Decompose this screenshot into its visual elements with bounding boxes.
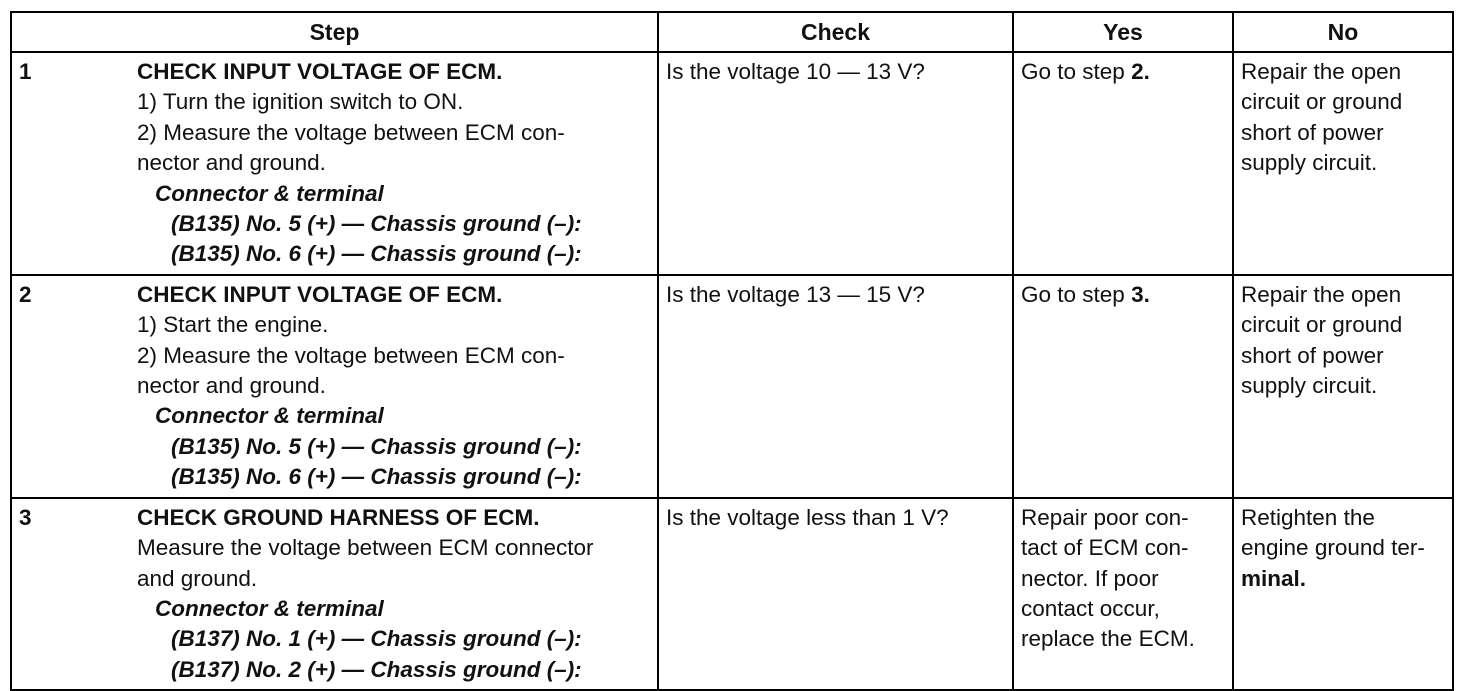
yes-cell: Repair poor con- tact of ECM con- nector… <box>1012 496 1234 691</box>
yes-line: tact of ECM con- <box>1021 535 1189 561</box>
yes-line: contact occur, <box>1021 595 1160 621</box>
step-number: 1 <box>19 59 32 84</box>
yes-step-ref: 2. <box>1131 59 1150 84</box>
step-line: 2) Measure the voltage between ECM con- <box>137 119 565 145</box>
no-line: Repair the open <box>1241 281 1402 307</box>
connector-label: Connector & terminal <box>155 403 384 429</box>
check-cell: Is the voltage 13 — 15 V? <box>657 273 1014 499</box>
no-line: circuit or ground <box>1241 312 1403 338</box>
step-title: CHECK GROUND HARNESS OF ECM. <box>137 504 540 530</box>
step-title: CHECK INPUT VOLTAGE OF ECM. <box>137 59 503 84</box>
check-text: Is the voltage 13 — 15 V? <box>666 281 925 307</box>
no-line: Repair the open <box>1241 59 1402 84</box>
header-no: No <box>1232 11 1454 53</box>
no-line: supply circuit. <box>1241 150 1378 176</box>
yes-line: Repair poor con- <box>1021 504 1189 530</box>
table-row: 2 CHECK INPUT VOLTAGE OF ECM. 1) Start t… <box>10 273 1454 499</box>
no-line: minal. <box>1241 565 1307 591</box>
no-line: Retighten the <box>1241 504 1375 530</box>
check-cell: Is the voltage less than 1 V? <box>657 496 1014 691</box>
step-line: Measure the voltage between ECM connecto… <box>137 535 594 561</box>
terminal-line: (B135) No. 5 (+) — Chassis ground (–): <box>171 433 582 459</box>
yes-step-ref: 3. <box>1131 281 1150 307</box>
step-line: and ground. <box>137 565 258 591</box>
no-line: supply circuit. <box>1241 373 1378 399</box>
no-cell: Repair the open circuit or ground short … <box>1232 51 1454 276</box>
no-line: engine ground ter- <box>1241 535 1425 561</box>
header-check: Check <box>657 11 1014 53</box>
no-cell: Repair the open circuit or ground short … <box>1232 273 1454 499</box>
step-number: 3 <box>19 504 32 530</box>
step-cell: 2 CHECK INPUT VOLTAGE OF ECM. 1) Start t… <box>10 273 659 499</box>
no-line: circuit or ground <box>1241 89 1403 115</box>
header-row: Step Check Yes No <box>10 11 1454 53</box>
step-body: CHECK INPUT VOLTAGE OF ECM. 1) Turn the … <box>137 53 657 274</box>
diagnostic-table: Step Check Yes No 1 CHECK INPUT VOLTAGE … <box>10 11 1454 691</box>
step-line: nector and ground. <box>137 373 326 399</box>
no-line: short of power <box>1241 119 1384 145</box>
yes-text: Go to step <box>1021 281 1132 307</box>
terminal-line: (B135) No. 5 (+) — Chassis ground (–): <box>171 211 582 237</box>
terminal-line: (B137) No. 1 (+) — Chassis ground (–): <box>171 626 582 652</box>
yes-line: nector. If poor <box>1021 565 1159 591</box>
step-cell: 1 CHECK INPUT VOLTAGE OF ECM. 1) Turn th… <box>10 51 659 276</box>
step-body: CHECK GROUND HARNESS OF ECM. Measure the… <box>137 499 657 689</box>
check-text: Is the voltage less than 1 V? <box>666 504 949 530</box>
yes-cell: Go to step 3. <box>1012 273 1234 499</box>
check-cell: Is the voltage 10 — 13 V? <box>657 51 1014 276</box>
step-line: 1) Start the engine. <box>137 312 329 338</box>
no-cell: Retighten the engine ground ter- minal. <box>1232 496 1454 691</box>
table-row: 3 CHECK GROUND HARNESS OF ECM. Measure t… <box>10 496 1454 691</box>
terminal-line: (B135) No. 6 (+) — Chassis ground (–): <box>171 464 582 490</box>
step-line: nector and ground. <box>137 150 326 176</box>
terminal-line: (B135) No. 6 (+) — Chassis ground (–): <box>171 241 582 267</box>
step-line: 1) Turn the ignition switch to ON. <box>137 89 464 115</box>
yes-cell: Go to step 2. <box>1012 51 1234 276</box>
step-cell: 3 CHECK GROUND HARNESS OF ECM. Measure t… <box>10 496 659 691</box>
yes-line: replace the ECM. <box>1021 626 1195 652</box>
step-title: CHECK INPUT VOLTAGE OF ECM. <box>137 281 503 307</box>
step-line: 2) Measure the voltage between ECM con- <box>137 342 565 368</box>
table-row: 1 CHECK INPUT VOLTAGE OF ECM. 1) Turn th… <box>10 51 1454 276</box>
header-step: Step <box>10 11 659 53</box>
connector-label: Connector & terminal <box>155 595 384 621</box>
connector-label: Connector & terminal <box>155 180 384 206</box>
yes-text: Go to step <box>1021 59 1132 84</box>
no-line: short of power <box>1241 342 1384 368</box>
step-number: 2 <box>19 281 32 307</box>
terminal-line: (B137) No. 2 (+) — Chassis ground (–): <box>171 656 582 682</box>
check-text: Is the voltage 10 — 13 V? <box>666 59 925 84</box>
header-yes: Yes <box>1012 11 1234 53</box>
step-body: CHECK INPUT VOLTAGE OF ECM. 1) Start the… <box>137 276 657 497</box>
